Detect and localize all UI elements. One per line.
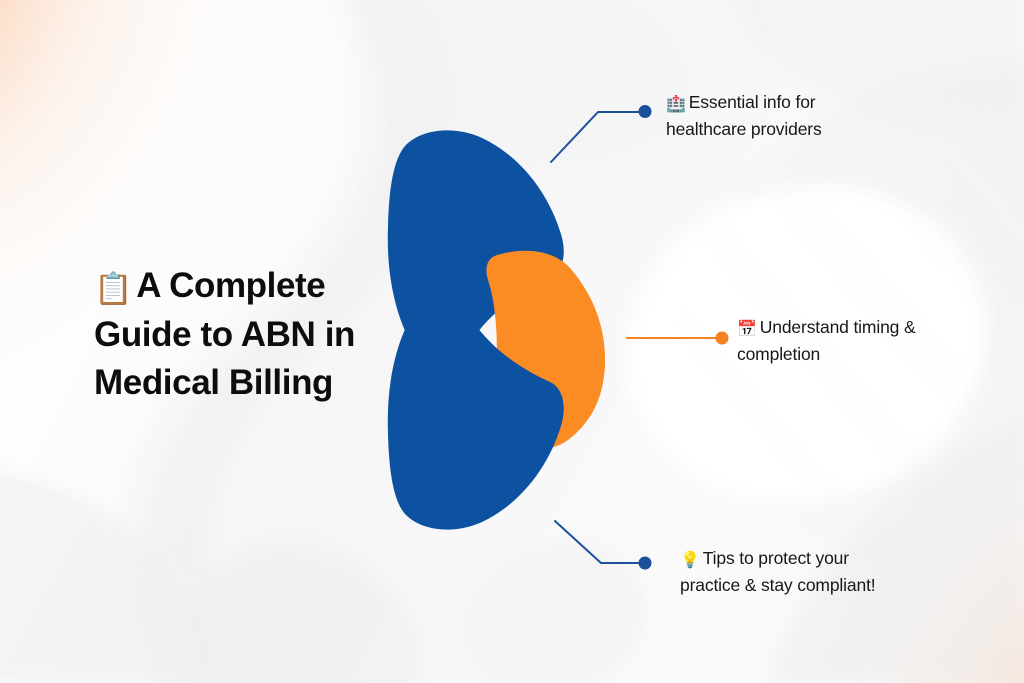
callout-tips-compliance: 💡Tips to protect your practice & stay com… [680, 546, 932, 598]
callout-middle-line-1: Understand timing & [759, 317, 916, 337]
calendar-icon: 📅 [737, 321, 757, 338]
callout-top-line-2: healthcare providers [666, 118, 822, 139]
connector-line-bottom [554, 520, 641, 564]
connector-line-top [550, 111, 641, 163]
page-title-line-2: Guide to ABN in [94, 314, 356, 354]
petal-bottom [387, 289, 564, 530]
callout-middle-line-2: completion [737, 343, 821, 364]
callout-bottom-line-1: Tips to protect your [702, 548, 849, 568]
connector-dot-top [638, 105, 652, 118]
peach-glow-top-left [0, 0, 440, 460]
three-petal-emblem [387, 130, 606, 530]
hospital-icon: 🏥 [666, 96, 686, 113]
callout-bottom-line-2: practice & stay compliant! [680, 574, 876, 595]
peach-glow-bottom-right [600, 260, 1024, 683]
clipboard-icon: 📋 [94, 271, 133, 306]
callout-top-line-1: Essential info for [688, 92, 816, 112]
connector-dot-middle [715, 331, 729, 345]
callout-essential-info: 🏥Essential info for healthcare providers [666, 90, 896, 142]
light-bulb-icon: 💡 [680, 552, 700, 569]
page-title-line-1: A Complete [136, 266, 326, 305]
page-title-line-3: Medical Billing [94, 363, 334, 403]
connector-dot-bottom [638, 556, 652, 570]
callout-understand-timing: 📅Understand timing & completion [737, 315, 967, 367]
